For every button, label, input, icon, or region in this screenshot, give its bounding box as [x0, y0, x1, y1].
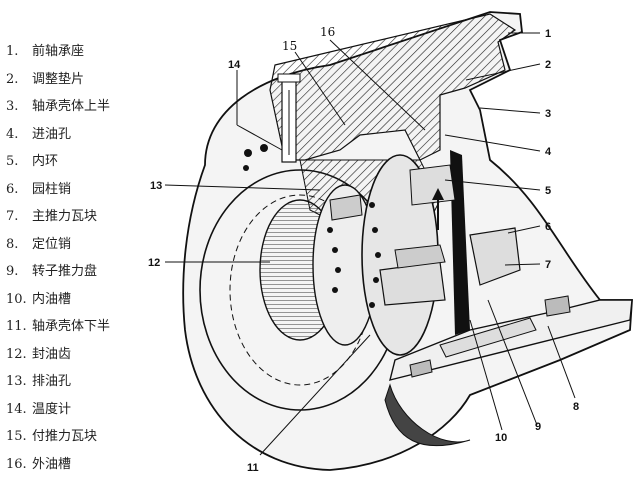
callout-7: 7	[545, 259, 551, 271]
parts-legend: 1.前轴承座 2.调整垫片 3.轴承壳体上半 4.进油孔 5.内环 6.园柱销 …	[6, 38, 206, 478]
callout-15: 15	[282, 39, 297, 53]
callout-6: 6	[545, 221, 551, 233]
arrow-head-icon	[432, 188, 444, 200]
callout-8: 8	[573, 401, 579, 413]
legend-item: 16.外油槽	[6, 456, 72, 472]
lower-base	[384, 295, 633, 447]
legend-item: 3.轴承壳体上半	[6, 99, 111, 114]
legend-item: 4.进油孔	[6, 126, 72, 142]
legend-item: 12.封油齿	[6, 346, 72, 362]
legend-item: 9.转子推力盘	[6, 264, 98, 279]
rotor-thrust-disk	[259, 150, 470, 356]
legend-item: 5.内环	[6, 154, 59, 169]
thermometer	[277, 73, 301, 163]
callout-12: 12	[148, 257, 160, 269]
thrust-pads	[329, 164, 521, 306]
legend-item: 2.调整垫片	[6, 71, 85, 87]
callout-4: 4	[545, 146, 552, 158]
legend-item: 10.内油槽	[6, 291, 72, 307]
callout-14: 14	[228, 59, 241, 71]
callout-1: 1	[545, 28, 551, 40]
legend-item: 8.定位销	[6, 236, 72, 252]
callout-3: 3	[545, 108, 551, 120]
callout-9: 9	[535, 421, 541, 433]
callout-2: 2	[545, 59, 551, 71]
legend-item: 7.主推力瓦块	[6, 209, 98, 224]
callout-16: 16	[320, 25, 335, 39]
callout-11: 11	[247, 462, 259, 474]
legend-item: 1.前轴承座	[6, 44, 85, 59]
legend-item: 11.轴承壳体下半	[6, 319, 111, 334]
legend-item: 15.付推力瓦块	[6, 429, 98, 444]
legend-item: 6.园柱销	[6, 181, 72, 197]
leader-lines	[164, 32, 576, 456]
callout-10: 10	[495, 432, 507, 444]
legend-item: 13.排油孔	[6, 374, 72, 389]
legend-item: 14.温度计	[6, 401, 72, 417]
callout-13: 13	[150, 180, 162, 192]
callout-5: 5	[545, 185, 551, 197]
